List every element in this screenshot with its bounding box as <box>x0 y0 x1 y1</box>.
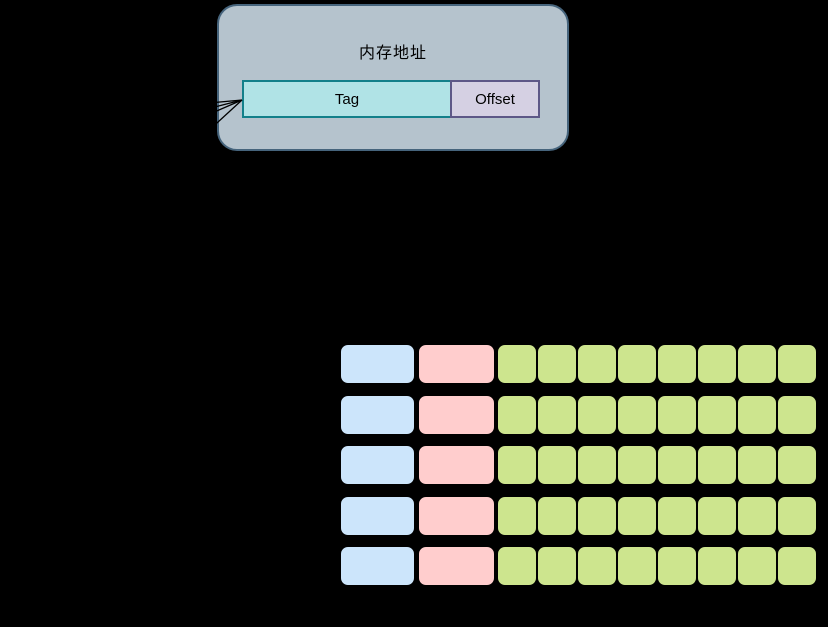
data-byte-cell <box>657 344 697 384</box>
cache-line-row <box>340 546 817 586</box>
data-byte-cell <box>537 495 577 536</box>
tag-cell <box>340 344 415 384</box>
data-byte-cell <box>497 344 537 384</box>
data-byte-cell <box>577 344 617 384</box>
data-byte-cell <box>497 394 537 435</box>
data-byte-cell <box>777 495 817 536</box>
data-byte-cell <box>737 546 777 586</box>
cache-line-row <box>340 445 817 485</box>
data-byte-cell <box>737 445 777 485</box>
flag-cell <box>418 344 495 384</box>
data-byte-cell <box>657 546 697 586</box>
data-byte-cell <box>537 546 577 586</box>
data-byte-cell <box>577 394 617 435</box>
memory-address-title: 内存地址 <box>358 45 427 62</box>
cache-line-row <box>340 495 817 536</box>
data-byte-cell <box>697 445 737 485</box>
data-byte-cell <box>697 344 737 384</box>
data-byte-cell <box>697 495 737 536</box>
cache-line-row <box>340 344 817 384</box>
tag-field: Tag <box>242 80 452 118</box>
data-byte-cell <box>617 445 657 485</box>
tag-cell <box>340 495 415 536</box>
data-byte-cell <box>777 546 817 586</box>
data-byte-cell <box>577 495 617 536</box>
data-byte-cell <box>737 344 777 384</box>
flag-cell <box>418 546 495 586</box>
cache-grid <box>340 344 817 586</box>
data-byte-cell <box>777 445 817 485</box>
memory-address-box: 内存地址 Tag Offset <box>217 4 569 151</box>
data-byte-cell <box>657 495 697 536</box>
data-byte-cell <box>777 344 817 384</box>
data-byte-cell <box>537 344 577 384</box>
offset-field: Offset <box>450 80 540 118</box>
tag-cell <box>340 445 415 485</box>
cache-line-row <box>340 394 817 435</box>
data-byte-cell <box>737 495 777 536</box>
data-byte-cell <box>737 394 777 435</box>
data-byte-cell <box>497 495 537 536</box>
data-byte-cell <box>537 445 577 485</box>
flag-cell <box>418 495 495 536</box>
data-byte-cell <box>657 394 697 435</box>
tag-cell <box>340 546 415 586</box>
data-byte-cell <box>617 495 657 536</box>
data-byte-cell <box>697 546 737 586</box>
tag-cell <box>340 394 415 435</box>
data-byte-cell <box>617 546 657 586</box>
flag-cell <box>418 445 495 485</box>
data-byte-cell <box>577 546 617 586</box>
data-byte-cell <box>537 394 577 435</box>
data-byte-cell <box>777 394 817 435</box>
data-byte-cell <box>497 546 537 586</box>
data-byte-cell <box>617 394 657 435</box>
flag-cell <box>418 394 495 435</box>
data-byte-cell <box>697 394 737 435</box>
data-byte-cell <box>577 445 617 485</box>
data-byte-cell <box>617 344 657 384</box>
data-byte-cell <box>657 445 697 485</box>
data-byte-cell <box>497 445 537 485</box>
address-field-bar: Tag Offset <box>242 80 540 118</box>
